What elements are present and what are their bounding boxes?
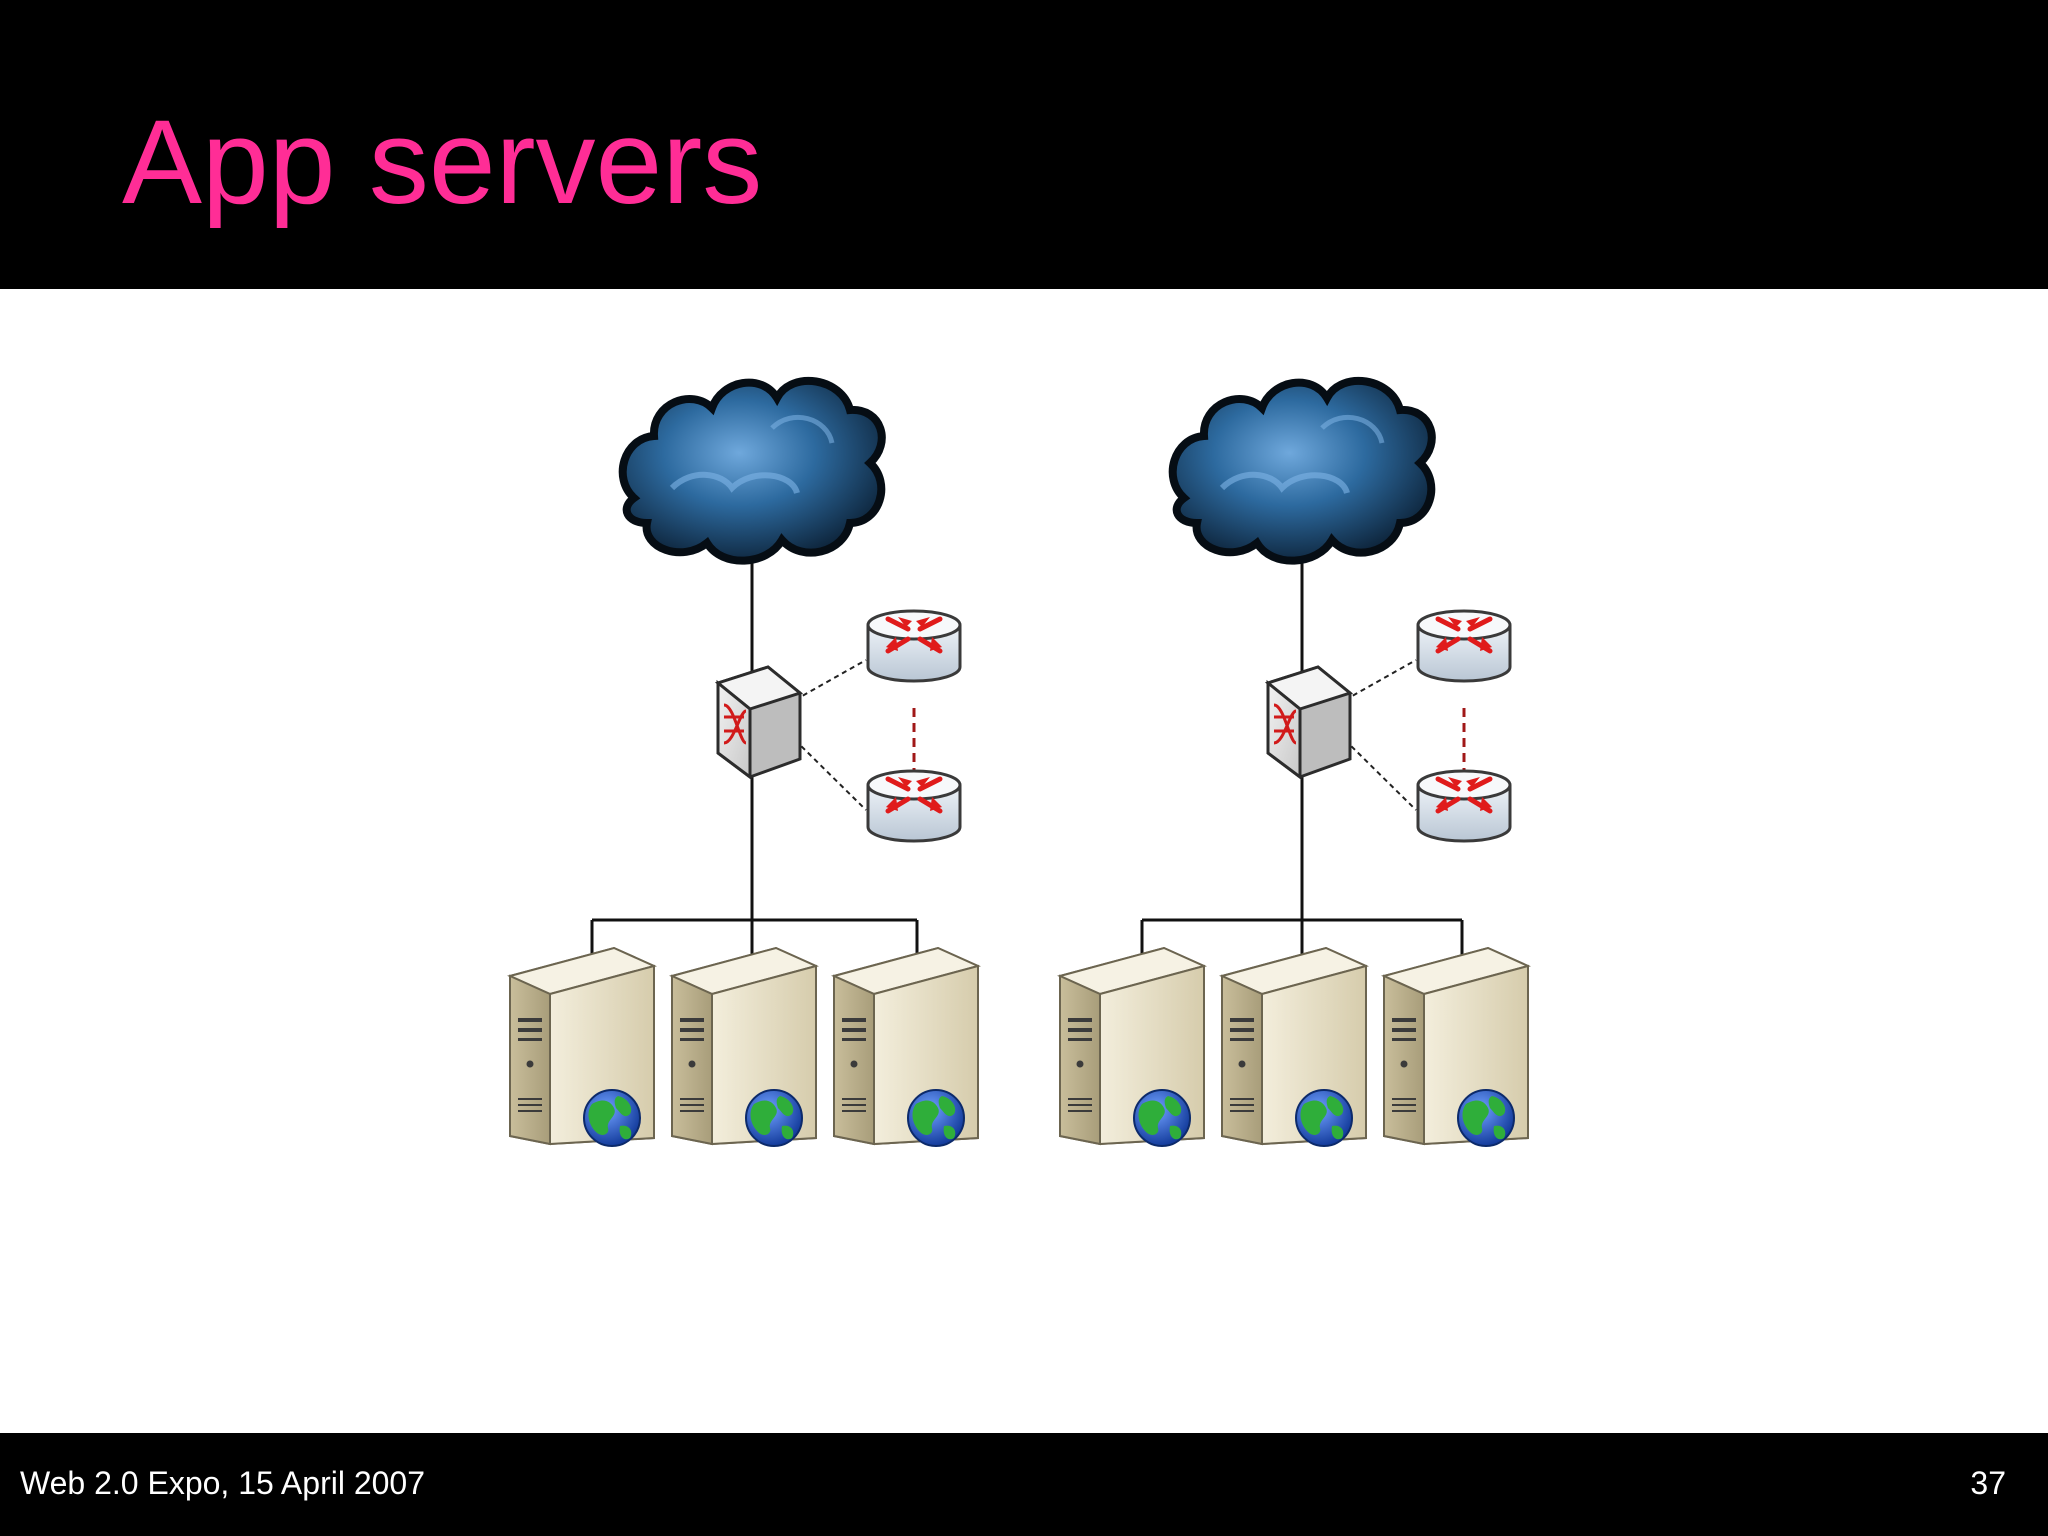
globe-icon <box>1295 1089 1353 1147</box>
slide-content <box>0 289 2048 1433</box>
switch-icon <box>716 665 802 779</box>
slide-title: App servers <box>122 95 763 229</box>
router-icon <box>1418 611 1510 681</box>
page-number: 37 <box>1970 1465 2006 1501</box>
title-bar: App servers <box>0 0 2048 289</box>
globe-icon <box>745 1089 803 1147</box>
cloud-icon <box>1173 381 1432 561</box>
globe-icon <box>1133 1089 1191 1147</box>
network-diagram <box>509 289 1529 1147</box>
router-icon <box>1418 771 1510 841</box>
globe-icon <box>583 1089 641 1147</box>
left-cluster <box>509 381 979 1147</box>
router-icon <box>868 611 960 681</box>
switch-router-link <box>794 739 867 811</box>
switch-router-link <box>1344 739 1417 811</box>
footer-caption: Web 2.0 Expo, 15 April 2007 <box>20 1465 426 1501</box>
router-icon <box>868 771 960 841</box>
switch-router-link <box>794 659 867 701</box>
globe-icon <box>1457 1089 1515 1147</box>
switch-router-link <box>1344 659 1417 701</box>
footer-bar: Web 2.0 Expo, 15 April 2007 37 <box>0 1433 2048 1536</box>
globe-icon <box>907 1089 965 1147</box>
cloud-icon <box>623 381 882 561</box>
switch-icon <box>1266 665 1352 779</box>
right-cluster <box>1059 381 1529 1147</box>
